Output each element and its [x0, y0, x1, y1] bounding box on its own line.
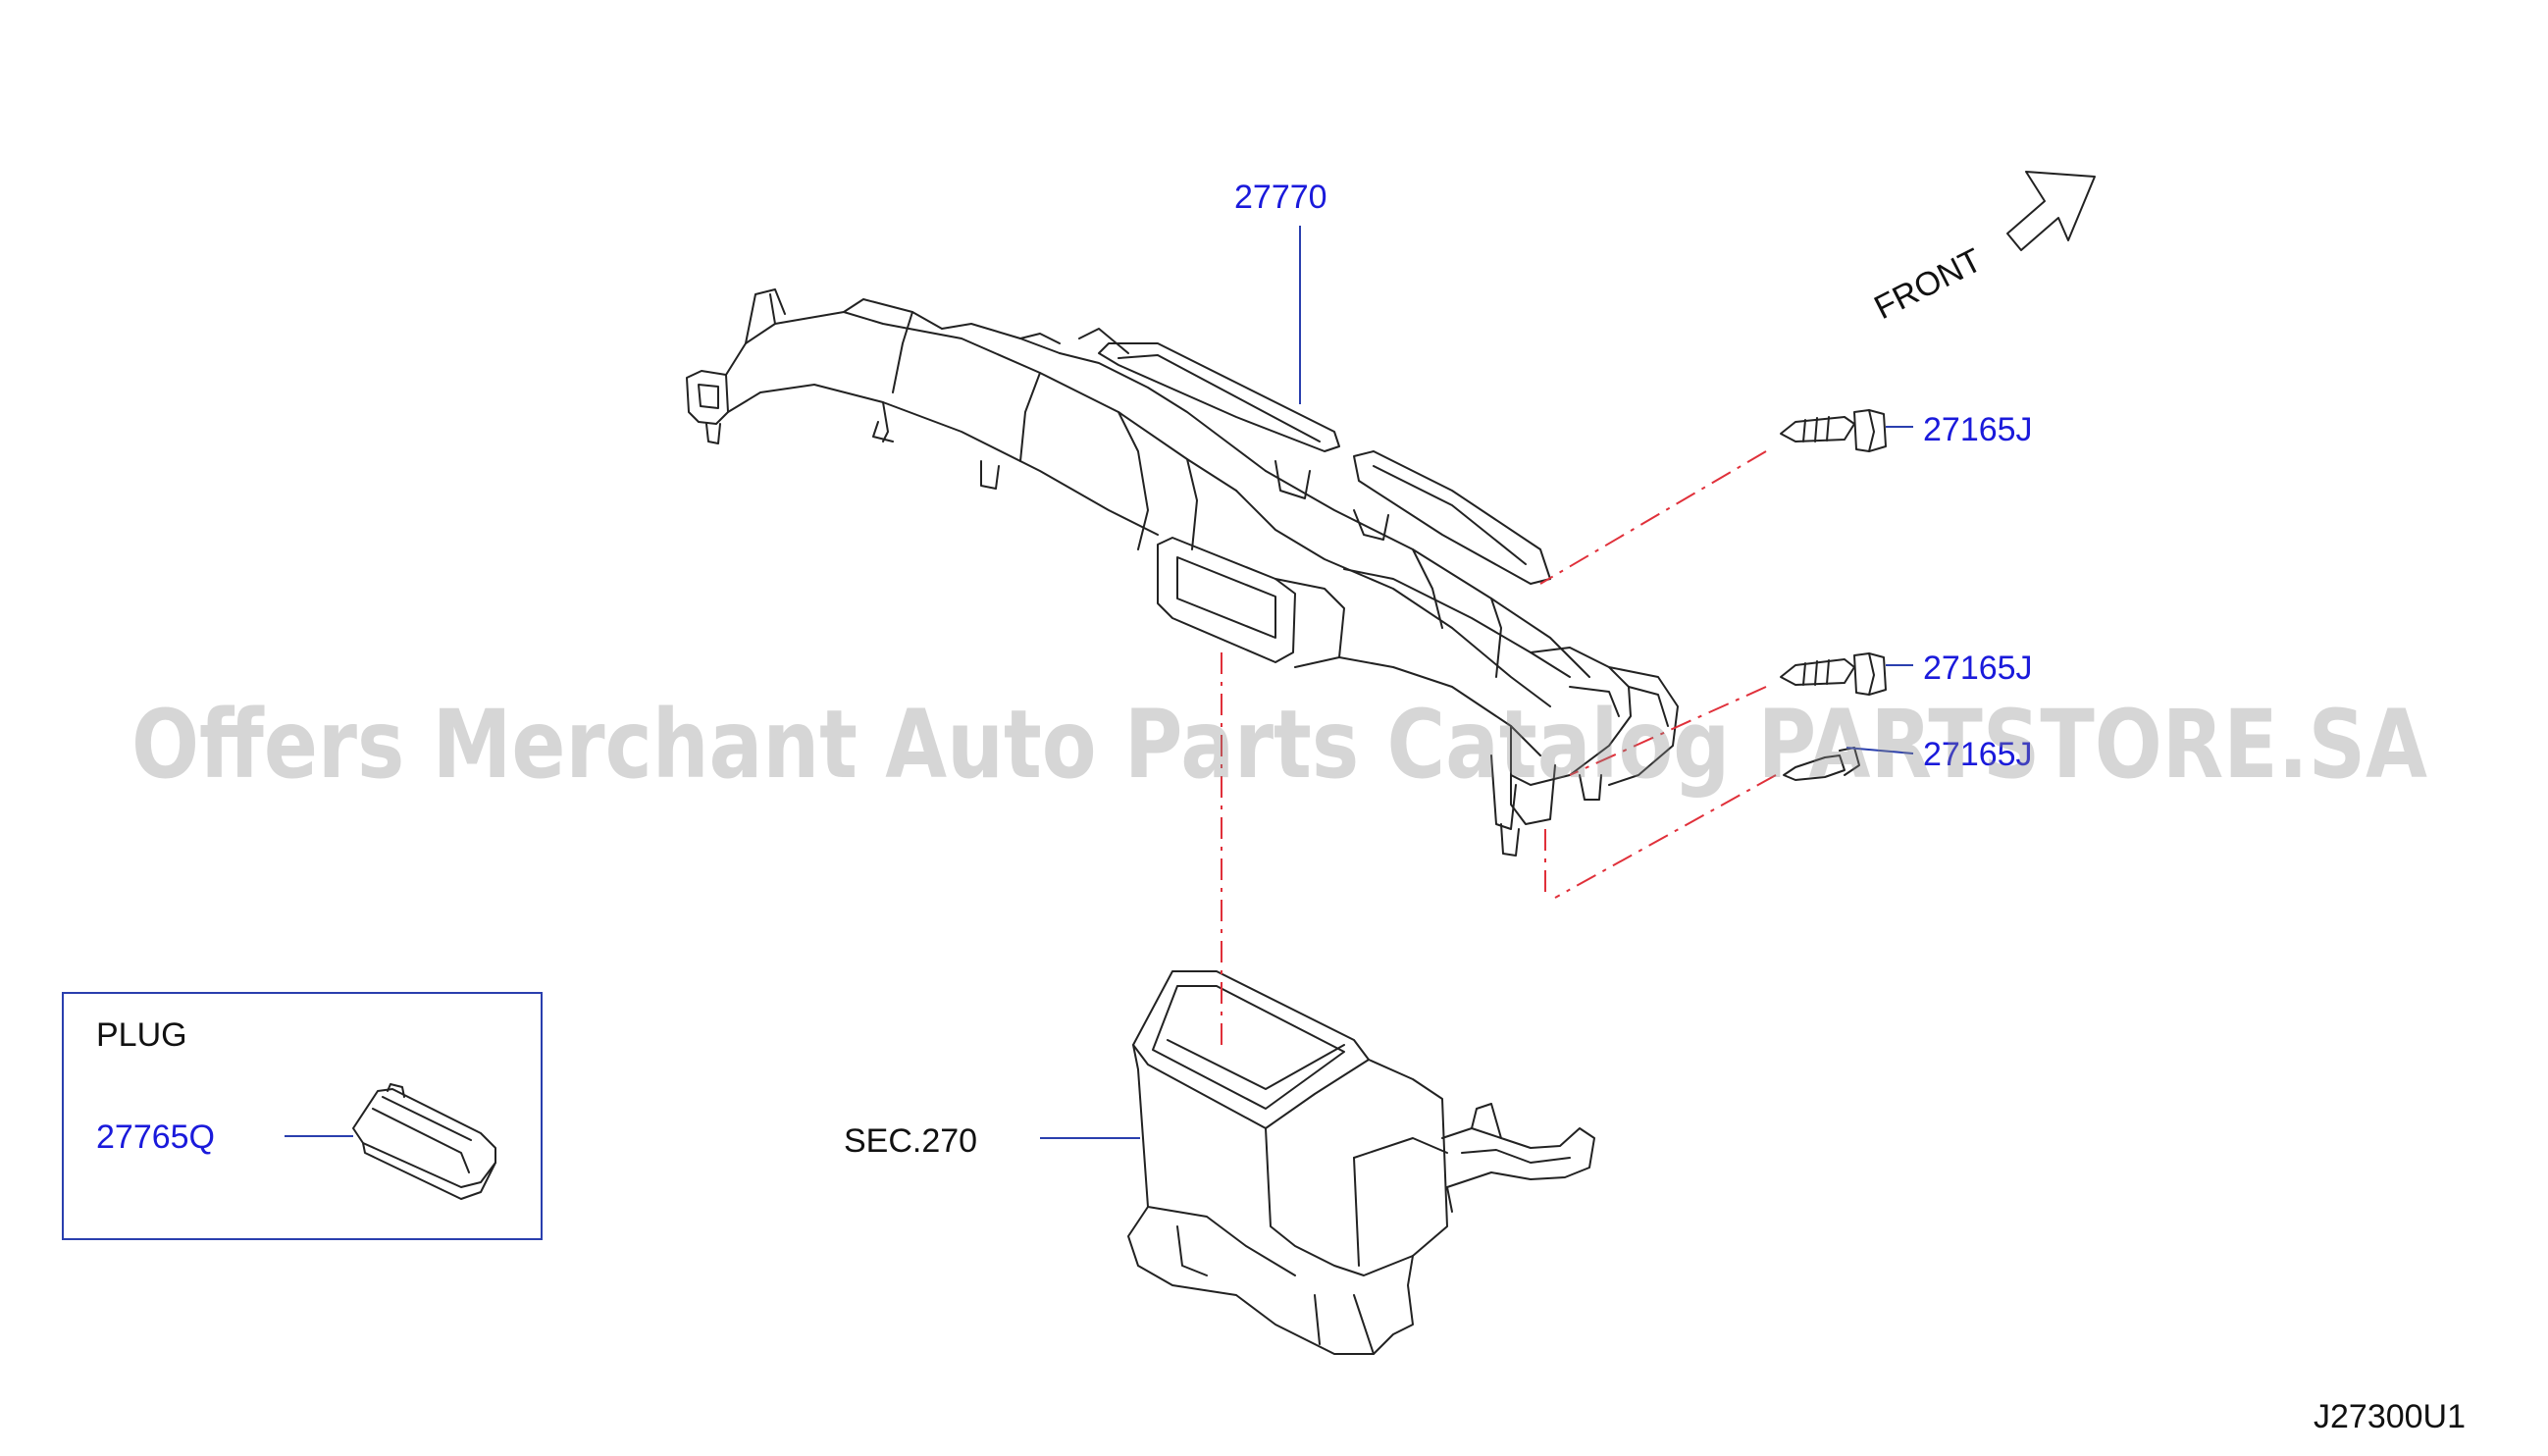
screw-27165J-middle[interactable] — [1780, 652, 1887, 696]
heater-unit-sec270[interactable] — [1127, 970, 1595, 1355]
assembly-dash-lines — [1221, 450, 1777, 1050]
watermark: Offers Merchant Auto Parts Catalog PARTS… — [131, 690, 2427, 800]
front-arrow-icon — [2006, 171, 2096, 251]
plug-27765Q[interactable] — [352, 1083, 496, 1200]
plug-inset-frame — [62, 992, 543, 1240]
screw-27165J-top[interactable] — [1780, 409, 1887, 452]
label-27165J-middle: 27165J — [1923, 650, 2033, 687]
label-27765Q: 27765Q — [96, 1118, 215, 1156]
label-plug-title: PLUG — [96, 1016, 187, 1054]
label-27770: 27770 — [1234, 179, 1327, 216]
screw-27165J-bottom[interactable] — [1783, 747, 1860, 781]
label-front: FRONT — [1868, 241, 1988, 327]
label-27165J-bottom: 27165J — [1923, 736, 2033, 773]
label-sec270: SEC.270 — [844, 1122, 977, 1160]
leader-lines — [285, 226, 1914, 1139]
label-27165J-top: 27165J — [1923, 411, 2033, 448]
diagram-code: J27300U1 — [2314, 1398, 2466, 1435]
duct-assembly-27770[interactable] — [686, 288, 1679, 857]
